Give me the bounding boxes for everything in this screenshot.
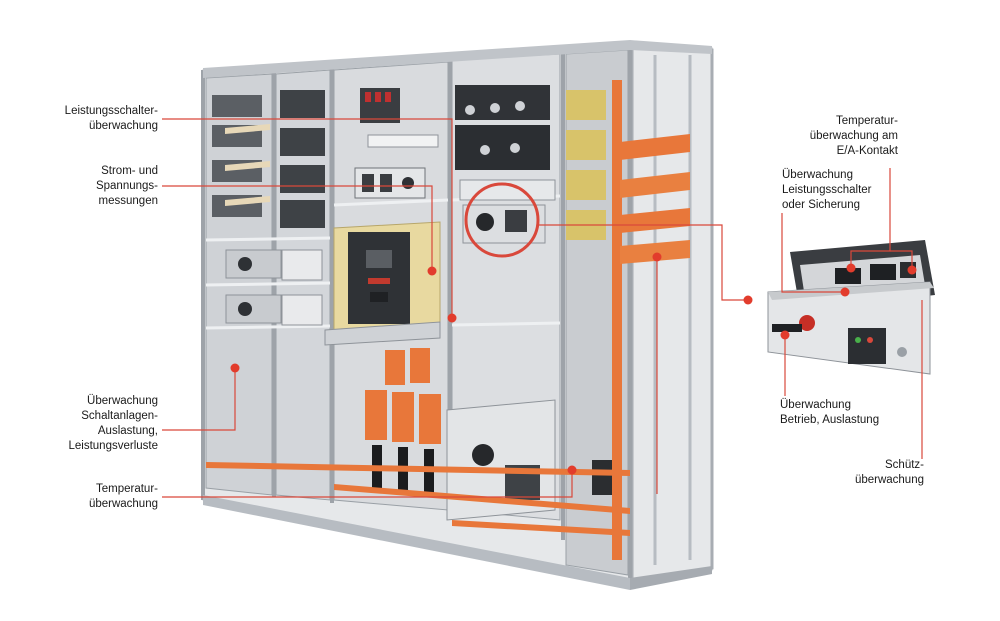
label-schaltanlagen-auslastung: Überwachung Schaltanlagen- Auslastung, L… — [68, 395, 159, 452]
label-schuetzueberwachung: Schütz- überwachung — [854, 459, 924, 486]
leader-lines — [162, 118, 923, 498]
red-dot-marker — [780, 330, 790, 340]
label-betrieb-auslastung: Überwachung Betrieb, Auslastung — [780, 399, 880, 426]
red-dot-marker — [230, 363, 240, 373]
red-dot-marker — [840, 287, 850, 297]
red-dot-markers — [230, 252, 917, 475]
red-dot-marker — [652, 252, 662, 262]
label-strom-spannungsmessungen: Strom- und Spannungs- messungen — [95, 165, 158, 207]
red-dot-marker — [567, 465, 577, 475]
inset-device — [767, 240, 935, 375]
copper-busbars — [206, 80, 690, 560]
red-dot-marker — [743, 295, 753, 305]
label-leistungsschalter-sicherung: Überwachung Leistungsschalter oder Siche… — [782, 169, 872, 211]
label-temperaturueberwachung: Temperatur- überwachung — [88, 483, 158, 510]
label-temperatur-ea-kontakt: Temperatur- überwachung am E/A-Kontakt — [809, 115, 898, 157]
red-dot-marker — [907, 265, 917, 275]
left-column-devices — [212, 90, 325, 326]
cabinet-base — [203, 495, 712, 590]
red-dot-marker — [447, 313, 457, 323]
red-dot-marker — [846, 263, 856, 273]
red-dot-marker — [427, 266, 437, 276]
label-leistungsschalter-ueberwachung: Leistungsschalter- überwachung — [64, 105, 158, 132]
red-circle-highlight — [464, 182, 540, 258]
